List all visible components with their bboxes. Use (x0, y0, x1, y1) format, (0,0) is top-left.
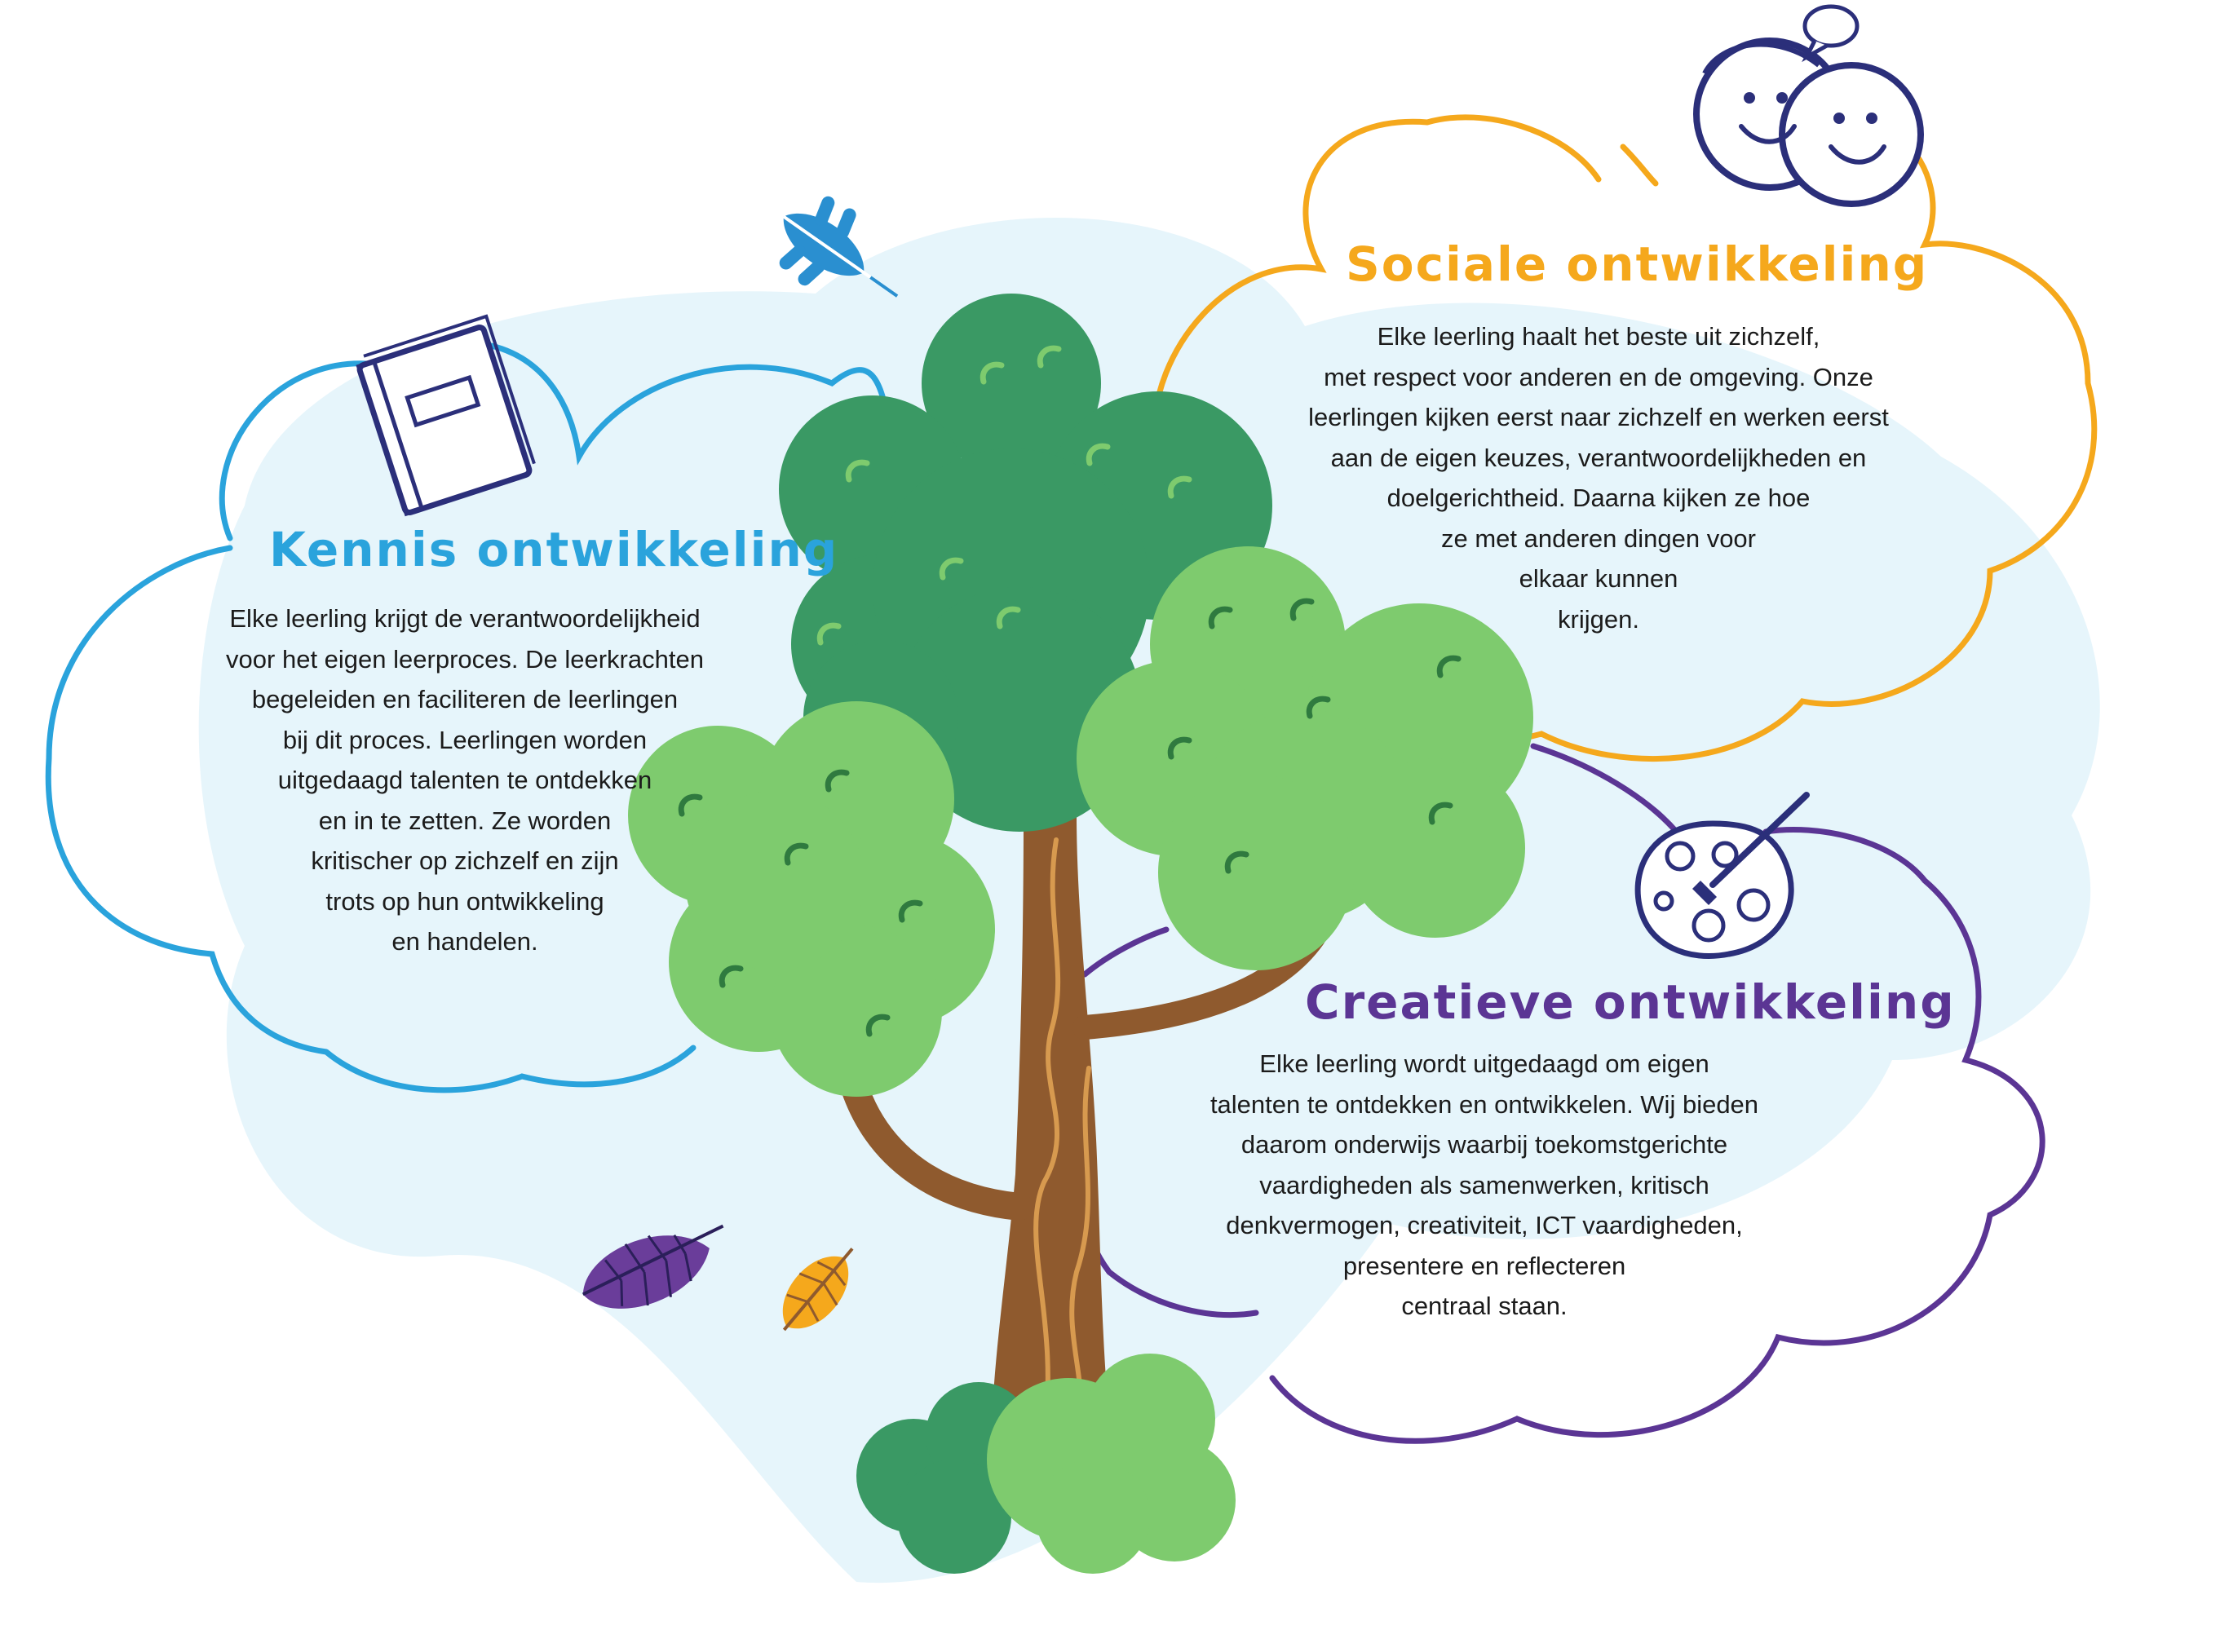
text-line: Elke leerling wordt uitgedaagd om eigen (1259, 1049, 1709, 1078)
kennis-heading: Kennis ontwikkeling (269, 522, 839, 577)
canopy-dark (779, 294, 1272, 832)
kennis-cloud-outline (45, 340, 892, 1093)
text-line: krijgen. (1558, 604, 1639, 634)
text-line: ze met anderen dingen voor (1440, 523, 1757, 553)
text-line: trots op hun ontwikkeling (325, 886, 604, 916)
text-line: begeleiden en faciliteren de leerlingen (251, 685, 679, 713)
bushes (856, 1354, 1236, 1574)
text-line: vaardigheden als samenwerken, kritisch (1259, 1170, 1709, 1199)
purple-leaf-icon (582, 1224, 724, 1309)
text-line: talenten te ontdekken en ontwikkelen. Wi… (1210, 1089, 1759, 1119)
text-line: centraal staan. (1401, 1292, 1568, 1320)
text-line: kritischer op zichzelf en zijn (311, 846, 619, 875)
orange-leaf-icon (782, 1248, 854, 1332)
text-line: Elke leerling haalt het beste uit zichze… (1377, 322, 1820, 351)
smiling-faces-icon (1693, 4, 1924, 207)
text-line: doelgerichtheid. Daarna kijken ze hoe (1386, 484, 1811, 512)
book-icon (356, 314, 536, 517)
text-line: leerlingen kijken eerst naar zichzelf en… (1308, 403, 1889, 431)
text-line: voor het eigen leerproces. De leerkracht… (226, 644, 704, 674)
text-line: elkaar kunnen (1519, 564, 1678, 593)
sociale-heading: Sociale ontwikkeling (1346, 236, 1929, 292)
canopy-left (628, 701, 995, 1097)
tree-trunk (991, 815, 1113, 1460)
creatieve-description: Elke leerling wordt uitgedaagd om eigen … (1134, 1044, 1835, 1327)
tree (628, 294, 1533, 1574)
text-line: uitgedaagd talenten te ontdekken (277, 766, 652, 794)
text-line: Elke leerling krijgt de verantwoordelijk… (229, 604, 701, 633)
text-line: daarom onderwijs waarbij toekomstgericht… (1240, 1130, 1728, 1159)
kennis-description: Elke leerling krijgt de verantwoordelijk… (139, 599, 791, 962)
creatieve-heading: Creatieve ontwikkeling (1305, 974, 1956, 1030)
sociale-cloud-outline (1151, 114, 2098, 762)
text-line: presentere en reflecteren (1342, 1251, 1626, 1280)
text-line: bij dit proces. Leerlingen worden (282, 725, 648, 754)
sociale-description: Elke leerling haalt het beste uit zichze… (1248, 316, 1949, 639)
text-line: en in te zetten. Ze worden (318, 806, 612, 835)
text-line: met respect voor anderen en de omgeving.… (1324, 362, 1873, 391)
paint-palette-icon (1634, 792, 1810, 959)
creatieve-cloud-outline (1081, 743, 2045, 1444)
text-line: denkvermogen, creativiteit, ICT vaardigh… (1226, 1211, 1743, 1239)
text-line: en handelen. (391, 927, 538, 956)
canopy-right (1077, 546, 1533, 970)
blue-leaf-icon (779, 196, 899, 298)
text-line: aan de eigen keuzes, verantwoordelijkhed… (1330, 443, 1867, 472)
